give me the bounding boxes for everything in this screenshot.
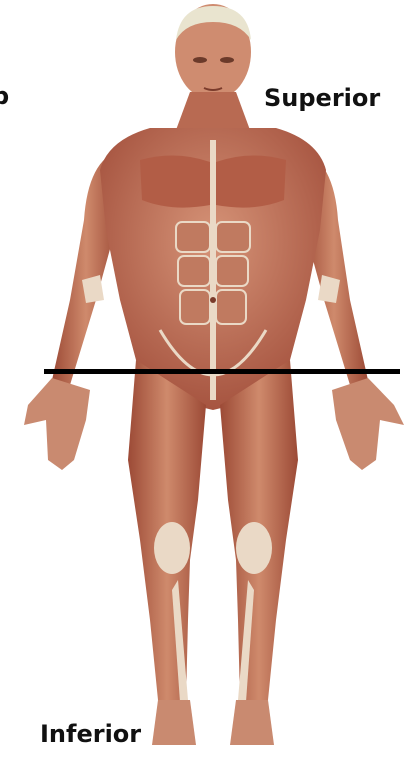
label-partial-left: p [0,84,9,108]
label-inferior: Inferior [40,722,141,746]
transverse-plane-line [44,369,400,374]
left-leg [128,360,206,745]
right-leg [220,360,298,745]
head [175,4,251,100]
torso [100,128,326,410]
neck [176,92,250,130]
label-superior: Superior [264,86,380,110]
